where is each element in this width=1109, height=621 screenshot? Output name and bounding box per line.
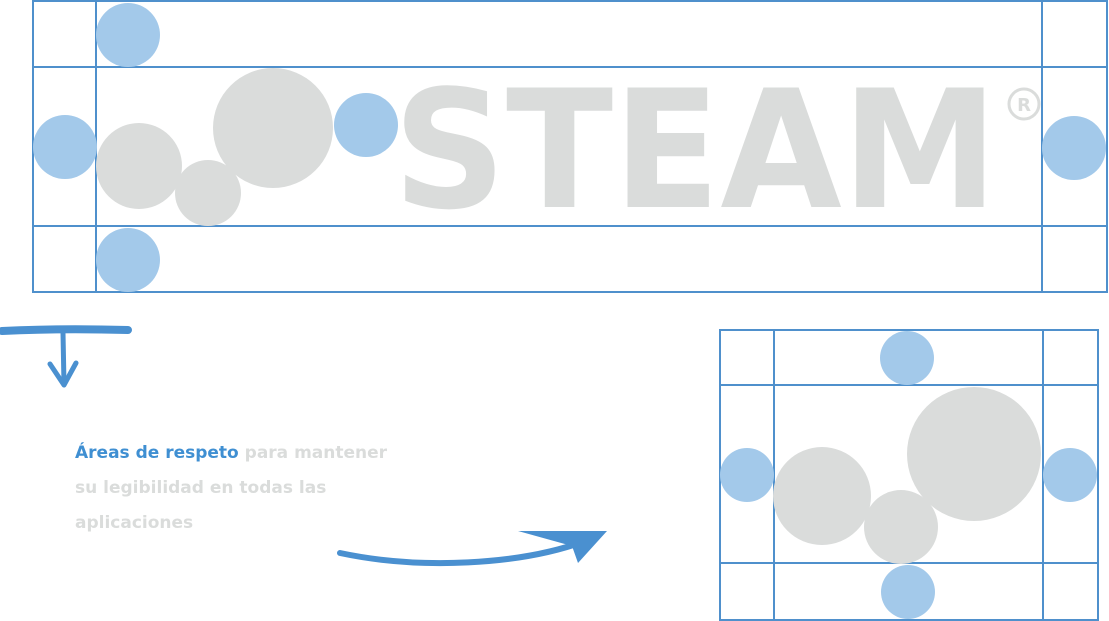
registered-mark-ring [1007,87,1041,121]
registered-mark: R [1017,95,1031,116]
symbol-logo [773,387,1041,564]
symbol-bubble-small [864,490,938,564]
logo-bubble-small [175,160,241,226]
symbol-clearance-right [1043,448,1097,502]
clearance-caption: Áreas de respeto para mantener su legibi… [75,436,415,541]
clearance-circle-symbol [334,93,398,157]
caption-highlight: Áreas de respeto [75,443,239,463]
caption-body: para mantener su legibilidad en todas la… [75,443,388,533]
logo-bubble-large [213,68,333,188]
down-arrow [0,325,132,388]
symbol-bubble-medium [773,447,871,545]
clearance-circle-right [1042,116,1106,180]
symbol-clearance-markers [720,331,1097,619]
full-logo-symbol [96,68,333,226]
clearance-circle-bottom [96,228,160,292]
clearance-circle-top [96,3,160,67]
down-arrow-bar [0,325,132,335]
clearance-circle-left [33,115,97,179]
curved-arrow [337,531,607,567]
curved-arrow-head [518,531,607,563]
full-logo-guide-grid [32,0,1108,293]
symbol-clearance-bottom [881,565,935,619]
full-logo-clearance-markers [33,3,1106,292]
symbol-clearance-top [880,331,934,385]
curved-arrow-shaft [337,538,588,567]
down-arrow-head [47,360,79,388]
logo-bubble-medium [96,123,182,209]
full-logo-outer-frame [32,0,1108,293]
symbol-clearance-left [720,448,774,502]
full-logo-wordmark: STEAM [393,55,998,246]
symbol-bubble-large [907,387,1041,521]
down-arrow-shaft [60,330,67,387]
